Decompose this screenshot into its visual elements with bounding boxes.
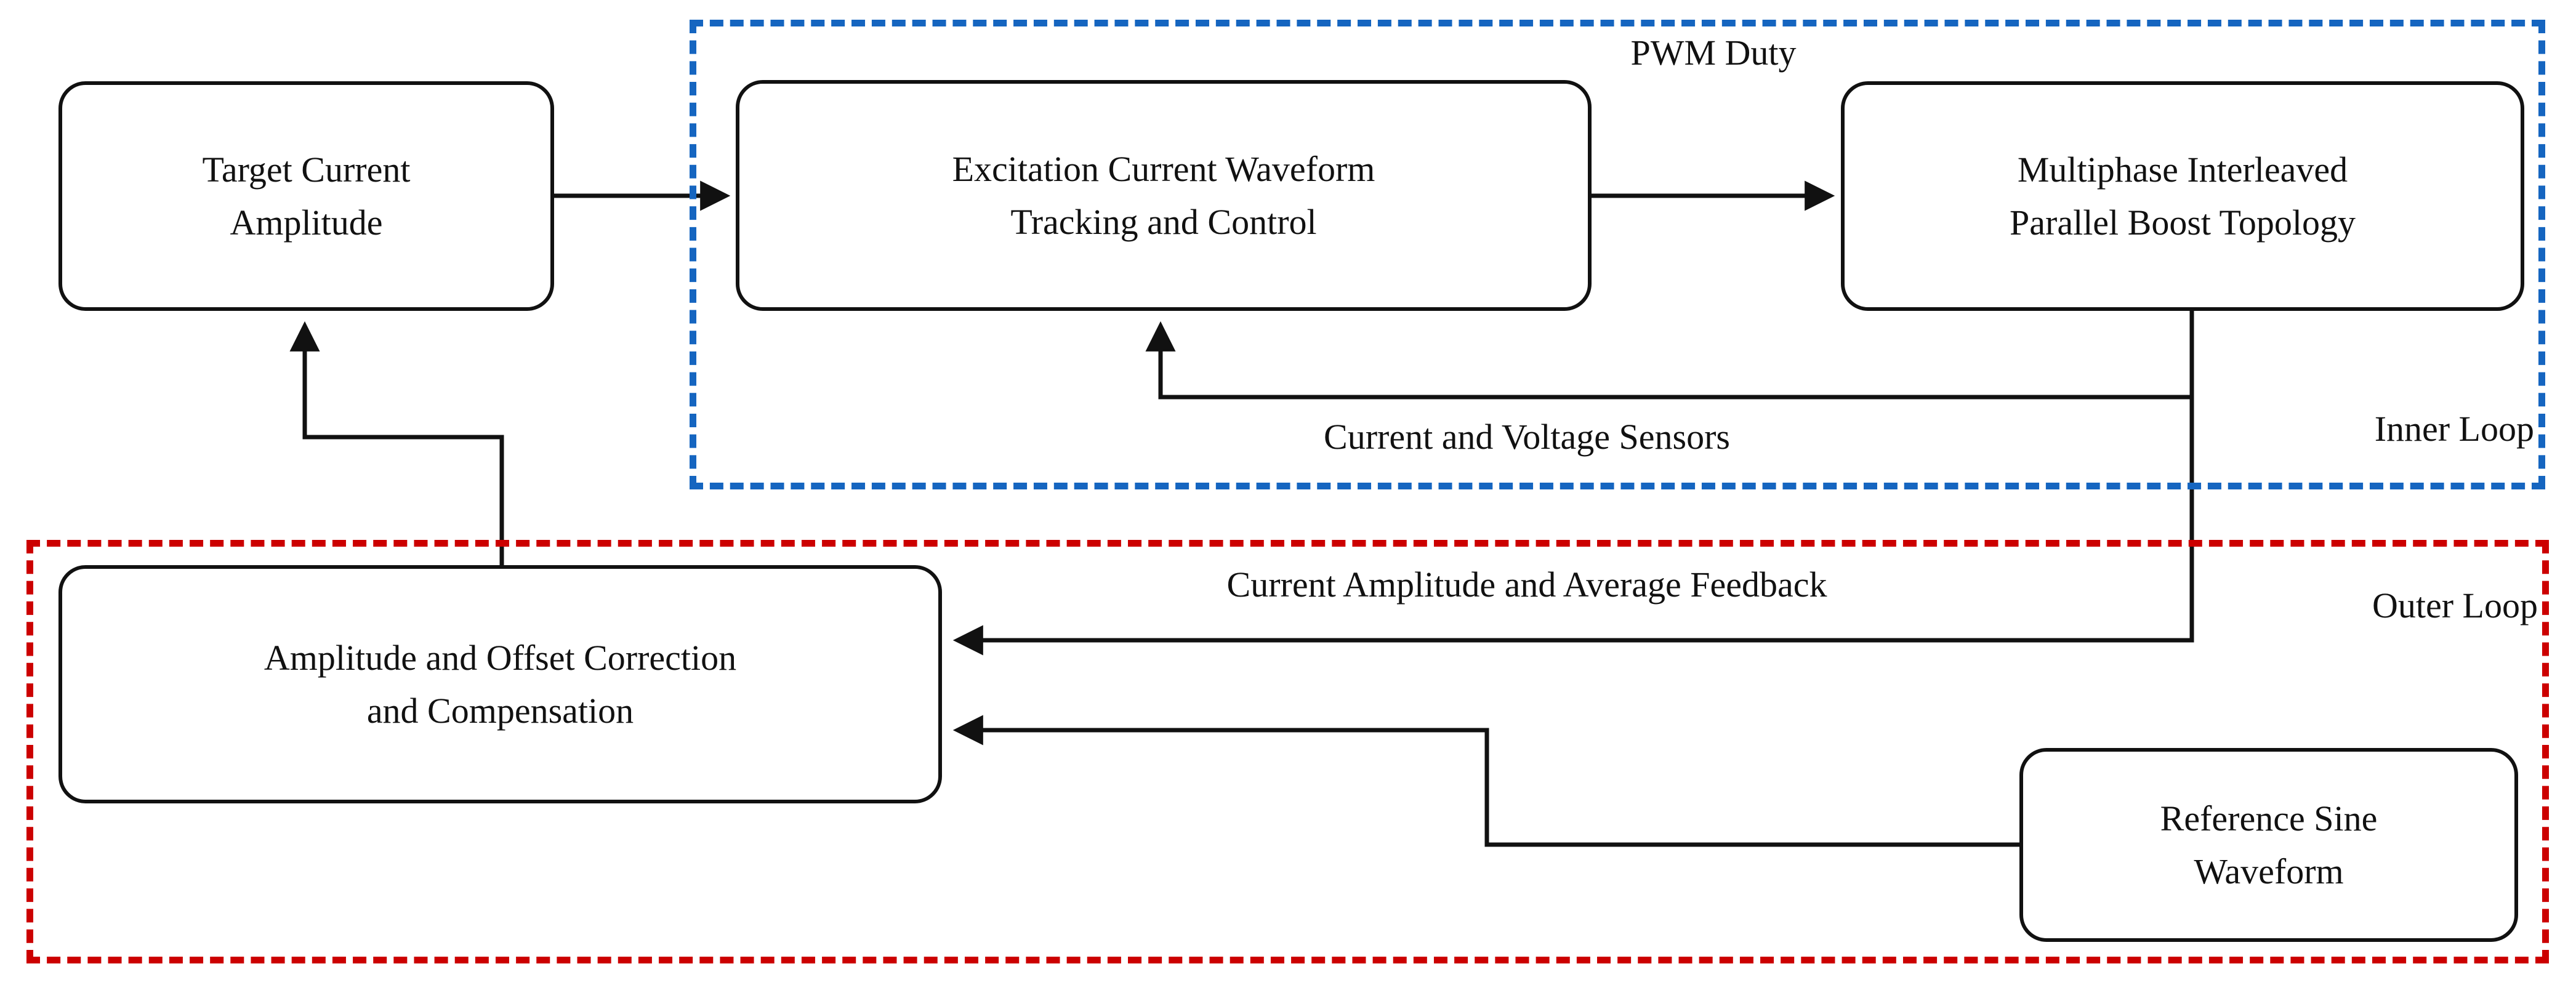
inner-loop-label: Inner Loop — [2374, 409, 2534, 449]
edge-label-pwm-duty: PWM Duty — [1630, 30, 1797, 76]
block-amplitude-and-offset-correction-and-compensation[interactable]: Amplitude and Offset Correction and Comp… — [58, 565, 942, 803]
block-target-line2: Amplitude — [230, 202, 383, 243]
block-target-line1: Target Current — [202, 149, 411, 190]
block-excitation-line1: Excitation Current Waveform — [952, 148, 1375, 189]
block-refsine-line2: Waveform — [2194, 851, 2344, 891]
edge-correction-to-target — [289, 321, 504, 565]
block-multiphase-line1: Multiphase Interleaved — [2017, 149, 2348, 190]
block-refsine-line1: Reference Sine — [2160, 798, 2378, 838]
outer-loop-region — [26, 540, 2549, 963]
edge-refsine-to-correction — [952, 715, 2019, 847]
edge-label-pwm-duty-line2: Duty — [1725, 33, 1797, 73]
inner-loop-region — [690, 20, 2545, 489]
block-multiphase-line2: Parallel Boost Topology — [2010, 202, 2356, 243]
block-excitation-current-waveform-tracking-and-control[interactable]: Excitation Current Waveform Tracking and… — [736, 80, 1592, 311]
block-reference-sine-waveform[interactable]: Reference Sine Waveform — [2019, 748, 2518, 942]
edge-multiphase-to-correction-feedback — [952, 311, 2194, 656]
block-excitation-line2: Tracking and Control — [1010, 201, 1317, 242]
block-multiphase-interleaved-parallel-boost-topology[interactable]: Multiphase Interleaved Parallel Boost To… — [1841, 81, 2524, 311]
block-correction-line2: and Compensation — [366, 690, 634, 731]
outer-loop-label: Outer Loop — [2372, 585, 2538, 625]
block-target-current-amplitude[interactable]: Target Current Amplitude — [58, 81, 554, 311]
edge-label-current-amplitude-and-average-feedback: Current Amplitude and Average Feedback — [1226, 565, 1827, 605]
edge-label-current-and-voltage-sensors: Current and Voltage Sensors — [1324, 417, 1730, 457]
block-correction-line1: Amplitude and Offset Correction — [264, 637, 737, 678]
edge-label-pwm-duty-line1: PWM — [1630, 33, 1717, 73]
